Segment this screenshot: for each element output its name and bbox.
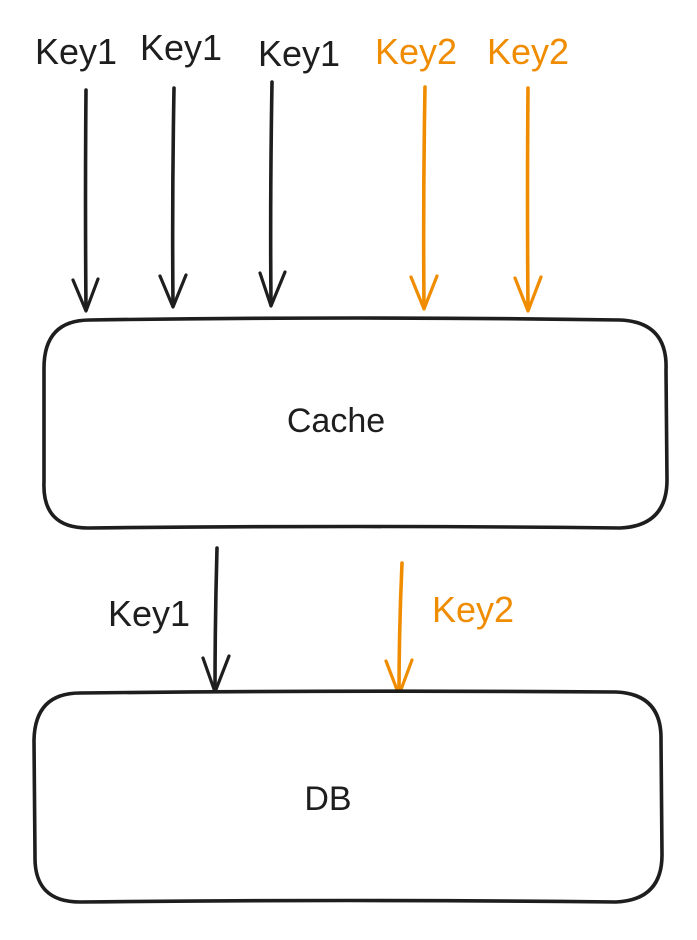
request-label: Key1 <box>140 27 222 68</box>
request-label: Key2 <box>487 31 569 72</box>
request-arrow <box>409 85 439 311</box>
request-arrow <box>158 86 188 309</box>
request-arrow <box>71 88 100 313</box>
request-label: Key1 <box>258 33 340 74</box>
db-box <box>32 689 664 904</box>
request-arrow <box>513 86 543 313</box>
db-request-arrow <box>384 561 414 697</box>
request-label: Key2 <box>375 31 457 72</box>
db-label: DB <box>304 780 351 818</box>
cache-label: Cache <box>287 402 385 440</box>
db-request-arrow <box>201 546 231 694</box>
db-request-label: Key1 <box>108 593 190 634</box>
db-request-label: Key2 <box>432 589 514 630</box>
request-label: Key1 <box>35 31 117 72</box>
request-arrow <box>258 80 287 308</box>
cache-box <box>42 316 669 530</box>
